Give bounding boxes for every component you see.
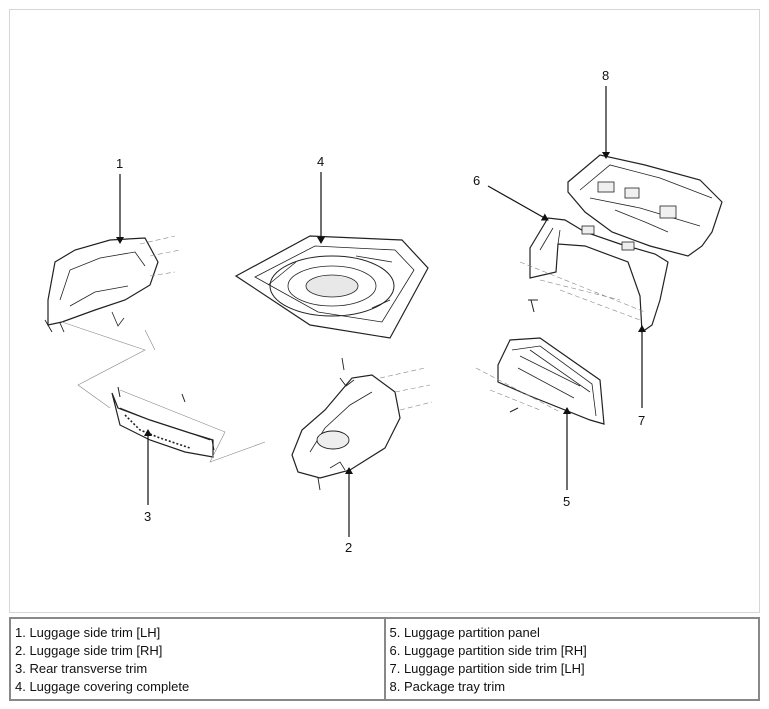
callout-3: 3 xyxy=(144,509,151,524)
legend-column-left: 1. Luggage side trim [LH] 2. Luggage sid… xyxy=(9,617,386,701)
parts-legend-table: 1. Luggage side trim [LH] 2. Luggage sid… xyxy=(9,617,760,701)
assembly-line-1-to-3 xyxy=(61,321,156,409)
legend-item: 8. Package tray trim xyxy=(389,679,506,694)
callout-2: 2 xyxy=(345,540,352,555)
legend-item: 1. Luggage side trim [LH] xyxy=(15,625,161,640)
legend-item: 5. Luggage partition panel xyxy=(389,625,540,640)
callout-8: 8 xyxy=(602,68,609,83)
callout-4: 4 xyxy=(317,154,324,169)
legend-item: 3. Rear transverse trim xyxy=(15,661,148,676)
legend-column-right: 5. Luggage partition panel 6. Luggage pa… xyxy=(383,617,760,701)
callout-1: 1 xyxy=(116,156,123,171)
callout-6: 6 xyxy=(473,173,480,188)
part-3-rear-transverse-trim xyxy=(111,386,266,463)
part-4-luggage-covering xyxy=(234,235,429,339)
part-2-luggage-side-trim-rh xyxy=(291,357,433,491)
exploded-parts-diagram: 1 2 3 4 5 6 7 8 xyxy=(44,68,723,555)
part-8-package-tray-trim xyxy=(567,154,723,257)
part-6-7-partition-side-trims xyxy=(519,217,669,334)
part-5-partition-panel xyxy=(475,337,605,425)
legend-item: 6. Luggage partition side trim [RH] xyxy=(389,643,587,658)
part-1-luggage-side-trim-lh xyxy=(44,235,181,333)
callout-5: 5 xyxy=(563,494,570,509)
arrow-6 xyxy=(487,185,549,221)
legend-item: 7. Luggage partition side trim [LH] xyxy=(389,661,585,676)
callout-7: 7 xyxy=(638,413,645,428)
callout-arrows xyxy=(116,86,646,537)
legend-item: 4. Luggage covering complete xyxy=(15,679,190,694)
legend-item: 2. Luggage side trim [RH] xyxy=(15,643,163,658)
